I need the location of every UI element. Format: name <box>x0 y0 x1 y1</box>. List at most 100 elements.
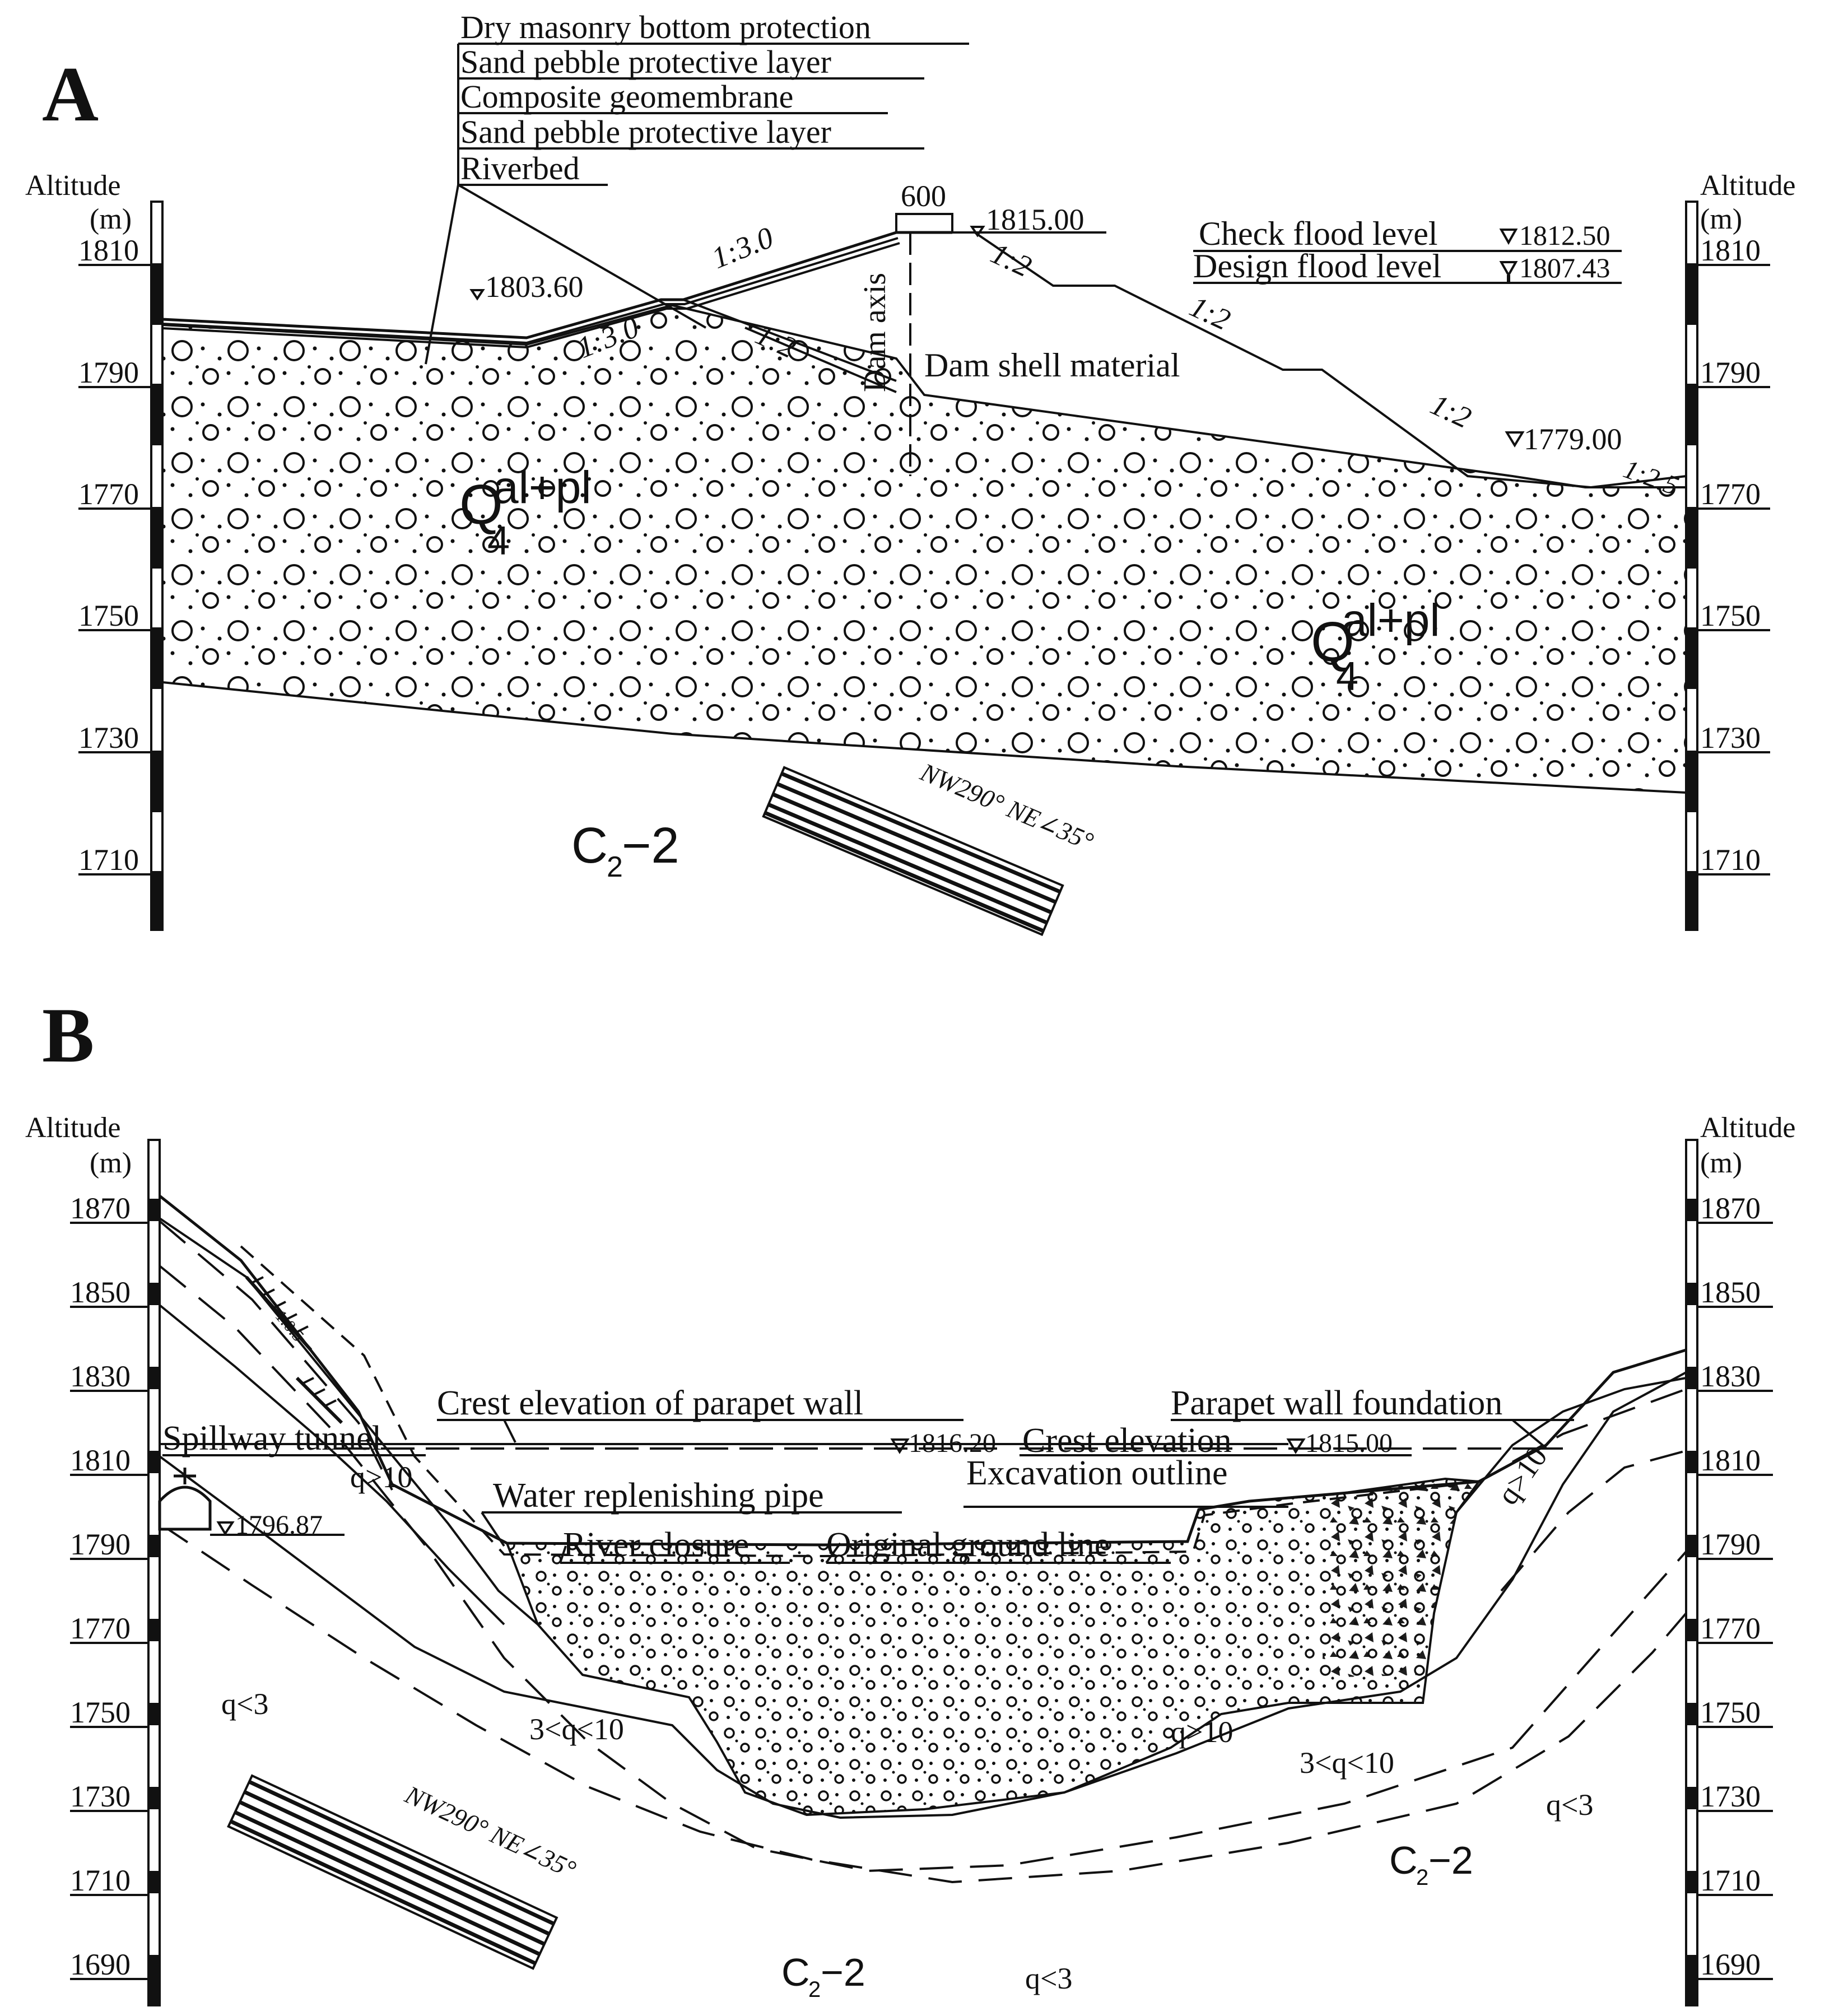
panel-b-left-scale: Altitude (m) 1870 1850 1830 1810 1790 17… <box>25 1112 161 2006</box>
panel-a-right-tick-0: 1810 <box>1700 234 1761 267</box>
panel-a-right-axis-unit: (m) <box>1700 203 1742 235</box>
panel-a-upstream-level: 1803.60 <box>485 270 584 304</box>
panel-a-check-flood-value: 1812.50 <box>1519 220 1610 251</box>
panel-a-alluvium-symbol-2: Q <box>1311 611 1354 673</box>
panel-b-right-tick-5: 1770 <box>1700 1612 1761 1645</box>
panel-a-slope-1-2-b: 1:2 <box>986 236 1037 283</box>
panel-a-left-tick-5: 1710 <box>78 843 139 877</box>
panel-b-right-tick-0: 1870 <box>1700 1191 1761 1225</box>
panel-b-right-tick-2: 1830 <box>1700 1359 1761 1393</box>
panel-b-bedrock-symbol-1: C <box>781 1950 810 1994</box>
panel-b-left-tick-0: 1870 <box>70 1191 131 1225</box>
panel-b-left-tick-8: 1710 <box>70 1864 131 1897</box>
panel-b-right-axis-title: Altitude <box>1700 1112 1795 1144</box>
panel-b-excavation-label: Excavation outline <box>966 1454 1228 1492</box>
panel-a-slope-1-2-d: 1:2 <box>1426 387 1477 435</box>
panel-b-q-lt3-bottom: q<3 <box>1025 1962 1072 1995</box>
panel-b-spillway-value: 1796.87 <box>235 1510 323 1540</box>
panel-a-label-sand-pebble-1: Sand pebble protective layer <box>460 44 831 80</box>
panel-b-original-ground-label: Original ground line <box>826 1526 1110 1564</box>
panel-a-alluvium-sup-2: al+pl <box>1342 595 1440 646</box>
panel-a-bedrock-sub: 2 <box>607 851 623 883</box>
panel-a-letter: A <box>42 51 99 138</box>
panel-b-left-axis-unit: (m) <box>90 1147 132 1179</box>
panel-b-parapet-crest-value: 1816.20 <box>909 1428 996 1458</box>
panel-b-bedrock-suffix-1: −2 <box>821 1950 865 1994</box>
panel-a-check-flood-marker <box>1499 229 1518 245</box>
panel-b-left-tick-5: 1770 <box>70 1612 131 1645</box>
panel-b-river-closure-label: River closure <box>563 1526 749 1564</box>
panel-b-q-mid-right: 3<q<10 <box>1300 1746 1394 1780</box>
panel-b-bedrock-sub-2: 2 <box>1416 1865 1428 1890</box>
panel-b-crest-lines <box>160 1443 1563 1450</box>
panel-b-left-tick-1: 1850 <box>70 1275 131 1309</box>
panel-a-right-scale: Altitude (m) 1810 1790 1770 1750 1730 17… <box>1685 170 1795 931</box>
panel-a-design-flood-label: Design flood level <box>1193 248 1441 285</box>
panel-b-strike-dip-block <box>227 1774 558 1970</box>
panel-b-right-tick-1: 1850 <box>1700 1275 1761 1309</box>
panel-a-crest-width: 600 <box>901 179 946 213</box>
panel-a-dam-axis: Dam axis <box>858 273 892 392</box>
panel-a-dam-shell: Dam shell material <box>924 347 1180 384</box>
panel-b-bedrock-suffix-2: −2 <box>1428 1838 1473 1882</box>
panel-a-right-axis-title: Altitude <box>1700 170 1795 202</box>
panel-b-right-tick-4: 1790 <box>1700 1528 1761 1561</box>
panel-b-left-tick-6: 1750 <box>70 1696 131 1729</box>
panel-a-slope-1-2-c: 1:2 <box>1185 289 1236 337</box>
panel-b-q-gt10-left: q>10 <box>350 1460 412 1494</box>
panel-a-right-tick-4: 1730 <box>1700 721 1761 755</box>
panel-a-left-tick-0: 1810 <box>78 234 139 267</box>
panel-a-layer-callouts <box>425 43 969 365</box>
panel-b-right-tick-7: 1730 <box>1700 1780 1761 1813</box>
panel-a-left-axis-unit: (m) <box>90 203 132 235</box>
panel-a-design-flood-value: 1807.43 <box>1519 252 1610 283</box>
panel-a-left-tick-4: 1730 <box>78 721 139 755</box>
panel-b-parapet-crest-label: Crest elevation of parapet wall <box>437 1384 863 1422</box>
panel-a-label-geomembrane: Composite geomembrane <box>460 78 793 115</box>
panel-a-left-tick-2: 1770 <box>78 477 139 511</box>
panel-b-q-lt3-left: q<3 <box>221 1687 268 1721</box>
panel-a-alluvium-layer <box>162 305 1686 793</box>
panel-b-right-scale: Altitude (m) 1870 1850 1830 1810 1790 17… <box>1685 1112 1795 2006</box>
panel-b-right-tick-3: 1810 <box>1700 1443 1761 1477</box>
panel-a-berm-marker <box>1505 431 1525 448</box>
panel-b-crest-marker <box>1286 1438 1306 1454</box>
panel-a-left-tick-1: 1790 <box>78 356 139 389</box>
panel-b-q-gt10-right: q>10 <box>1491 1440 1554 1511</box>
panel-b-parapet-foundation-label: Parapet wall foundation <box>1171 1384 1502 1422</box>
panel-a-label-sand-pebble-2: Sand pebble protective layer <box>460 114 831 150</box>
panel-a-right-tick-1: 1790 <box>1700 356 1761 389</box>
panel-a-design-flood-marker <box>1499 261 1518 278</box>
panel-a: A Altitude (m) 1810 1790 1770 1750 1730 … <box>25 9 1795 937</box>
panel-a-bedrock-suffix: −2 <box>622 818 679 874</box>
panel-b-bedrock-sub-1: 2 <box>808 1977 821 2002</box>
panel-b-crest-elevation-label: Crest elevation <box>1022 1422 1232 1460</box>
panel-b-left-axis-title: Altitude <box>25 1112 120 1144</box>
panel-a-crest-level-marker <box>970 226 985 238</box>
panel-a-label-riverbed: Riverbed <box>460 150 580 187</box>
panel-a-berm-level: 1779.00 <box>1524 422 1622 456</box>
panel-a-strike-dip-block <box>762 766 1064 937</box>
panel-a-right-tick-2: 1770 <box>1700 477 1761 511</box>
panel-b-right-tick-8: 1710 <box>1700 1864 1761 1897</box>
panel-a-alluvium-sub-1: 4 <box>487 519 510 564</box>
panel-a-dam-body <box>162 213 1687 489</box>
panel-b-spillway-tunnel <box>158 1468 345 1536</box>
panel-a-alluvium-symbol-1: Q <box>459 473 503 536</box>
panel-a-upstream-level-marker <box>469 289 485 301</box>
panel-b-parapet-marker <box>890 1438 910 1454</box>
panel-a-slope-1-3-a: 1:3.0 <box>707 220 778 275</box>
panel-b-spillway-label: Spillway tunnel <box>162 1419 381 1457</box>
panel-a-left-scale: Altitude (m) 1810 1790 1770 1750 1730 17… <box>25 170 164 931</box>
panel-b-bedrock-symbol-2: C <box>1389 1838 1418 1882</box>
panel-b-left-tick-9: 1690 <box>70 1948 131 1981</box>
panel-b-right-tick-9: 1690 <box>1700 1948 1761 1981</box>
panel-a-alluvium-sub-2: 4 <box>1336 654 1358 699</box>
panel-a-left-tick-3: 1750 <box>78 599 139 632</box>
panel-b-right-axis-unit: (m) <box>1700 1147 1742 1179</box>
panel-b-left-tick-3: 1810 <box>70 1443 131 1477</box>
panel-b-slope-protection <box>245 1276 343 1424</box>
panel-b-rubble-zone <box>1322 1479 1479 1678</box>
panel-a-check-flood-label: Check flood level <box>1199 215 1438 252</box>
